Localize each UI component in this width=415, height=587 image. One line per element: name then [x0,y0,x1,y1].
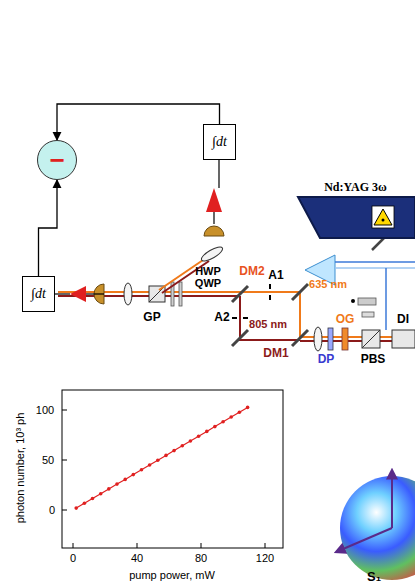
component-label: GP [143,311,160,324]
data-point [238,410,242,414]
component-label: PBS [361,353,386,366]
integrator-box: ∫dt [22,276,55,312]
data-point [156,458,160,462]
component-label: HWP [195,265,221,277]
polarizing-beam-splitter [362,330,380,348]
tick-label: 80 [195,552,207,564]
amplifier [70,286,86,302]
depolarizer [328,328,333,350]
subtractor-circle: − [37,140,77,180]
signal-connector [39,180,58,276]
crystal [362,312,374,317]
data-point [246,406,250,410]
data-series [74,406,249,510]
aperture [269,295,271,300]
lens [124,283,132,305]
axis-title: photon number, 10³ ph [14,413,26,524]
data-line [76,407,247,508]
aperture [269,284,271,289]
laser-box: Nd:YAG 3ω [296,180,415,242]
axis-label: S₁ [367,570,381,584]
data-point [91,497,95,501]
node-text: ∫dt [212,134,227,150]
data-point [197,434,201,438]
data-point [83,502,87,506]
data-point [172,449,176,453]
amplifier [206,188,222,212]
component-label: DM2 [239,265,264,278]
pump-beam [385,268,387,330]
dichroic-mirror [232,286,248,302]
dot [351,299,355,303]
data-point [115,482,119,486]
pump-beam [335,267,415,269]
aperture [243,317,248,319]
data-point [189,439,193,443]
data-point [99,492,103,496]
photodiode [204,226,224,236]
data-point [132,473,136,477]
aperture-label: A1 [268,269,283,282]
dichroic [392,330,415,348]
node-text: ∫dt [31,286,46,302]
crystal [358,298,376,305]
node-text: − [49,147,64,173]
data-point [181,444,185,448]
data-point [123,478,127,482]
data-point [164,454,168,458]
ticks [62,410,265,548]
axis-arrow [336,528,392,552]
tick-label: 50 [42,454,54,466]
data-point [229,415,233,419]
component-label: QWP [195,277,221,289]
integrator-box: ∫dt [203,124,236,160]
component-label: DI [397,313,409,326]
component-label: DM1 [263,347,288,360]
component-label: DP [318,353,335,366]
data-point [140,468,144,472]
axis-title: pump power, mW [129,569,215,581]
wire [218,160,219,188]
wire [55,293,70,294]
mirror [232,330,248,346]
lens [200,245,225,264]
axis-arrow [391,470,393,528]
waveplate [179,282,182,306]
chart-frame [62,390,283,548]
data-point [74,506,78,510]
signal-connector [57,104,220,140]
data-point [148,463,152,467]
mirror [292,284,308,300]
node-text: Nd:YAG 3ω [296,180,415,195]
data-point [221,420,225,424]
wavelength-label: 805 nm [249,318,287,330]
orange-glass-filter [342,328,348,350]
data-point [107,487,111,491]
tick-label: 100 [36,404,54,416]
data-point [205,430,209,434]
data-point [213,425,217,429]
wavelength-label: 635 nm [309,278,347,290]
lens [314,327,322,351]
tick-label: 40 [131,552,143,564]
dichroic-mirror [292,330,308,346]
tick-label: 0 [49,504,55,516]
beam-805 [240,296,300,340]
aperture [232,317,237,319]
aperture-label: A2 [214,311,229,324]
wire [213,212,214,224]
polarizing-beam-splitter [362,330,380,348]
tick-label: 120 [256,552,274,564]
component-label: OG [336,313,355,326]
pump-beam [335,261,415,263]
tick-label: 0 [70,552,76,564]
wire [84,293,104,294]
poincare-sphere [340,476,415,580]
